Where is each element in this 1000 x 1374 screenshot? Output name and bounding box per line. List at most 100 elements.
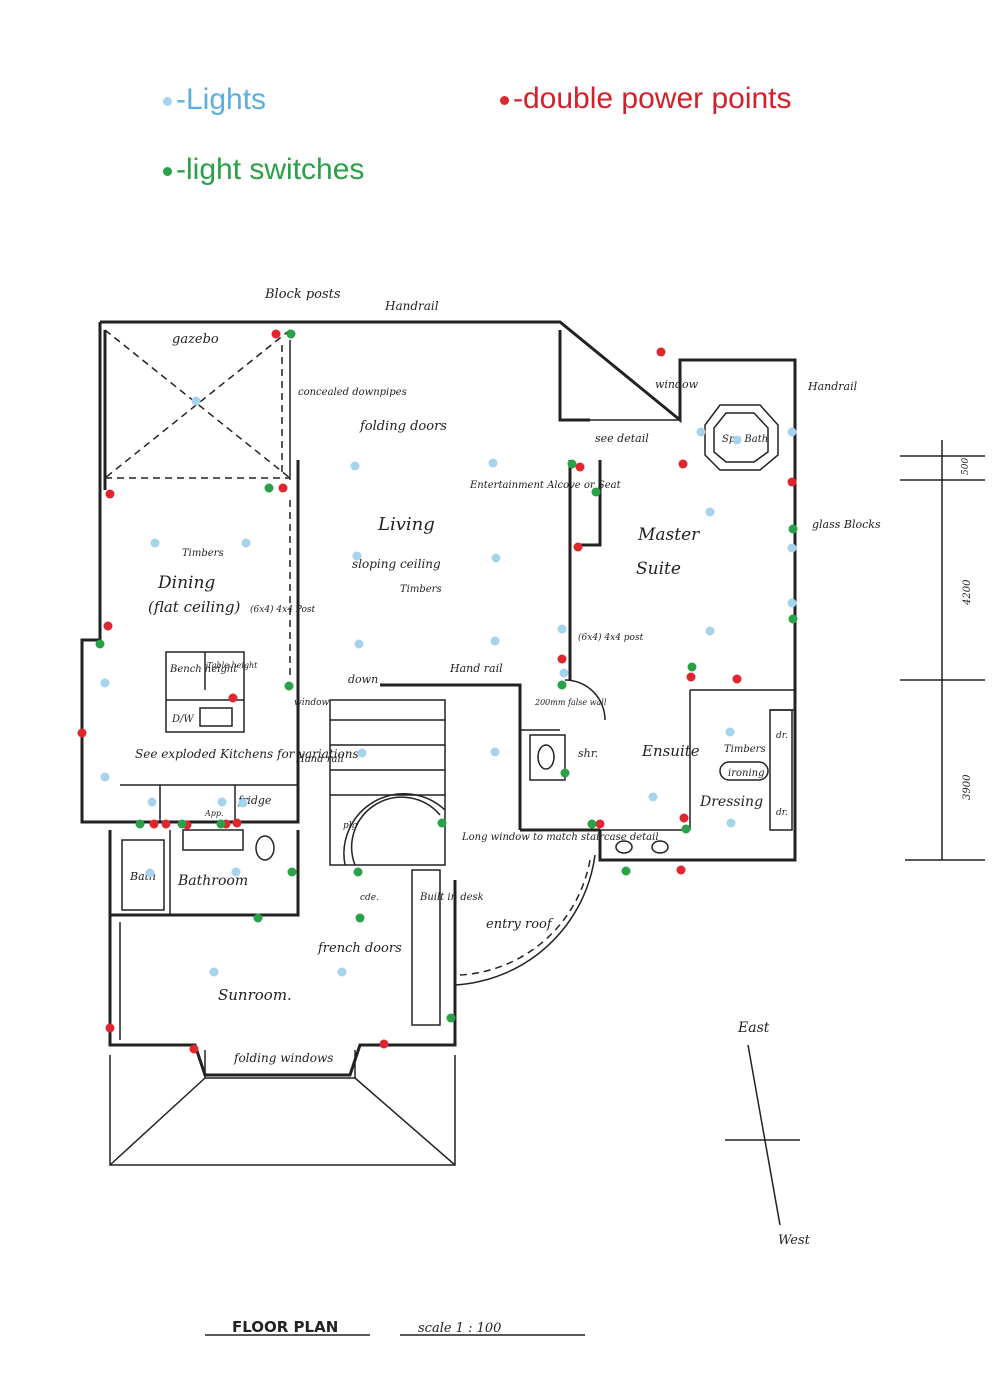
label-flat-ceiling: (flat ceiling) (148, 598, 241, 616)
power-point-marker (271, 329, 281, 339)
light-switch-marker (687, 662, 697, 672)
light-marker (100, 678, 110, 688)
light-switch-marker (284, 681, 294, 691)
label-handrail-mid: Hand rail (449, 662, 503, 675)
light-switch-marker (253, 913, 263, 923)
light-marker (491, 553, 501, 563)
label-exploded: See exploded Kitchens for variations (135, 747, 359, 761)
label-sunroom: Sunroom. (218, 986, 292, 1004)
label-spa: Spa Bath (722, 434, 768, 445)
light-switch-marker (557, 680, 567, 690)
label-suite: Suite (636, 559, 681, 579)
label-dim-500: 500 (961, 458, 971, 475)
electrical-markers (77, 329, 798, 1054)
power-point-marker (732, 674, 742, 684)
label-handrail-stair: Hand rail (295, 754, 344, 765)
power-point-marker (686, 672, 696, 682)
power-point-marker (595, 819, 605, 829)
label-shr: shr. (578, 747, 598, 760)
label-plg: plg (343, 821, 358, 831)
light-marker (726, 818, 736, 828)
light-marker (696, 427, 706, 437)
label-table: Table height (207, 661, 258, 670)
label-ensuite: Ensuite (641, 742, 700, 760)
label-post-left: (6x4) 4x4 Post (250, 604, 316, 615)
switches-dot-icon (163, 166, 172, 176)
light-switch-marker (437, 818, 447, 828)
label-living: Living (377, 514, 435, 535)
light-marker (231, 867, 241, 877)
label-long-window: Long window to match staircase detail (461, 832, 659, 843)
label-ironing: ironing (728, 768, 764, 779)
label-post-right: (6x4) 4x4 post (578, 632, 644, 643)
light-marker (238, 798, 248, 808)
light-switch-marker (286, 329, 296, 339)
label-west: West (778, 1233, 811, 1248)
light-marker (191, 396, 201, 406)
power-point-marker (77, 728, 87, 738)
light-switch-marker (287, 867, 297, 877)
power-point-marker (575, 462, 585, 472)
label-dw: D/W (171, 714, 194, 725)
label-bench: Bench height (169, 664, 238, 675)
label-down: down (348, 673, 378, 686)
light-marker (705, 507, 715, 517)
light-marker (337, 967, 347, 977)
light-switch-marker (681, 824, 691, 834)
light-marker (241, 538, 251, 548)
label-false-wall: 200mm false wall (534, 698, 607, 707)
label-timbers-living: Timbers (400, 584, 442, 595)
power-point-marker (103, 621, 113, 631)
label-window: window (655, 378, 699, 391)
walls (80, 320, 985, 1336)
label-cde: cde. (360, 893, 379, 903)
light-switch-marker (788, 614, 798, 624)
plan-scale: scale 1 : 100 (418, 1321, 501, 1336)
label-dr1: dr. (776, 731, 788, 741)
label-bathroom: Bathroom (177, 873, 248, 889)
light-switch-marker (560, 768, 570, 778)
light-marker (787, 598, 797, 608)
label-dim-4200: 4200 (962, 579, 973, 606)
power-point-marker (161, 819, 171, 829)
legend-switches: -light switches (163, 153, 364, 187)
plan-labels: Block posts Handrail gazebo concealed do… (129, 287, 973, 1336)
light-switch-marker (177, 819, 187, 829)
light-marker (145, 868, 155, 878)
label-entertainment: Entertainment Alcove or Seat (469, 480, 622, 491)
light-marker (352, 551, 362, 561)
light-marker (350, 461, 360, 471)
label-east: East (737, 1020, 770, 1036)
light-switch-marker (567, 459, 577, 469)
legend-power: -double power points (500, 82, 792, 116)
light-marker (557, 624, 567, 634)
power-point-marker (787, 477, 797, 487)
label-french-doors: french doors (317, 941, 402, 956)
power-point-marker (679, 813, 689, 823)
light-marker (209, 967, 219, 977)
label-window-side: window (294, 698, 330, 708)
power-point-marker (105, 489, 115, 499)
light-marker (147, 797, 157, 807)
label-entry-roof: entry roof (486, 917, 554, 932)
light-marker (732, 435, 742, 445)
power-point-marker (573, 542, 583, 552)
label-block-posts: Block posts (264, 287, 341, 302)
light-marker (705, 626, 715, 636)
power-point-marker (557, 654, 567, 664)
label-dining: Dining (157, 573, 215, 593)
light-marker (357, 748, 367, 758)
light-marker (787, 543, 797, 553)
light-marker (787, 427, 797, 437)
label-dressing: Dressing (699, 794, 763, 810)
label-sloping: sloping ceiling (352, 557, 441, 571)
power-point-marker (105, 1023, 115, 1033)
power-point-marker (228, 693, 238, 703)
power-point-marker (232, 818, 242, 828)
light-marker (100, 772, 110, 782)
legend-lights: -Lights (163, 83, 266, 117)
light-switch-marker (264, 483, 274, 493)
light-switch-marker (95, 639, 105, 649)
legend-power-label: -double power points (513, 82, 792, 115)
